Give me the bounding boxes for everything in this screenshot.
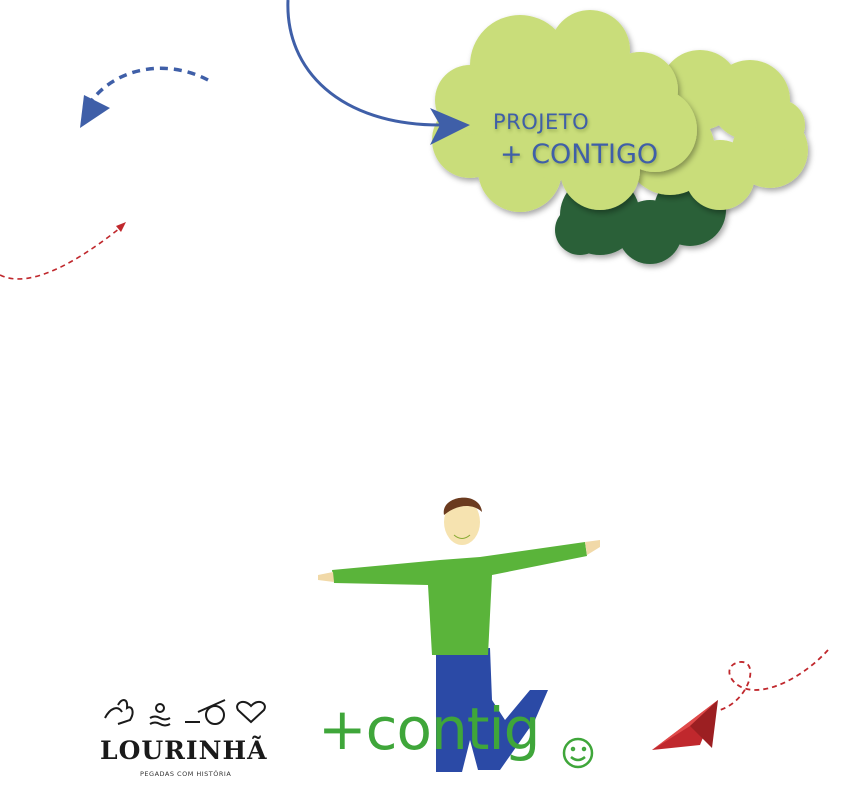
- paper-plane-icon: [652, 700, 718, 750]
- red-dashed-loop: [719, 649, 829, 711]
- smiley-icon: [562, 737, 594, 769]
- handwritten-contigo: +contig: [318, 695, 540, 763]
- cannon-icon: [185, 699, 226, 725]
- blue-curved-arrow: [286, 0, 470, 145]
- heart-icon: [236, 700, 266, 724]
- cloud-title-line2: + CONTIGO: [500, 139, 659, 170]
- brand-name: LOURINHÃ: [100, 736, 268, 765]
- blue-dashed-arrow: [80, 66, 209, 128]
- dinosaur-hand-icon: [104, 699, 134, 725]
- front-cloud: [432, 10, 697, 212]
- cloud-title-line1: PROJETO: [493, 110, 590, 134]
- child-figure: [318, 497, 600, 772]
- brand-tagline: PEGADAS COM HISTÓRIA: [140, 770, 232, 778]
- logo-icons: [104, 699, 266, 727]
- sun-waves-icon: [149, 703, 171, 727]
- red-dashed-arrow: [0, 222, 126, 280]
